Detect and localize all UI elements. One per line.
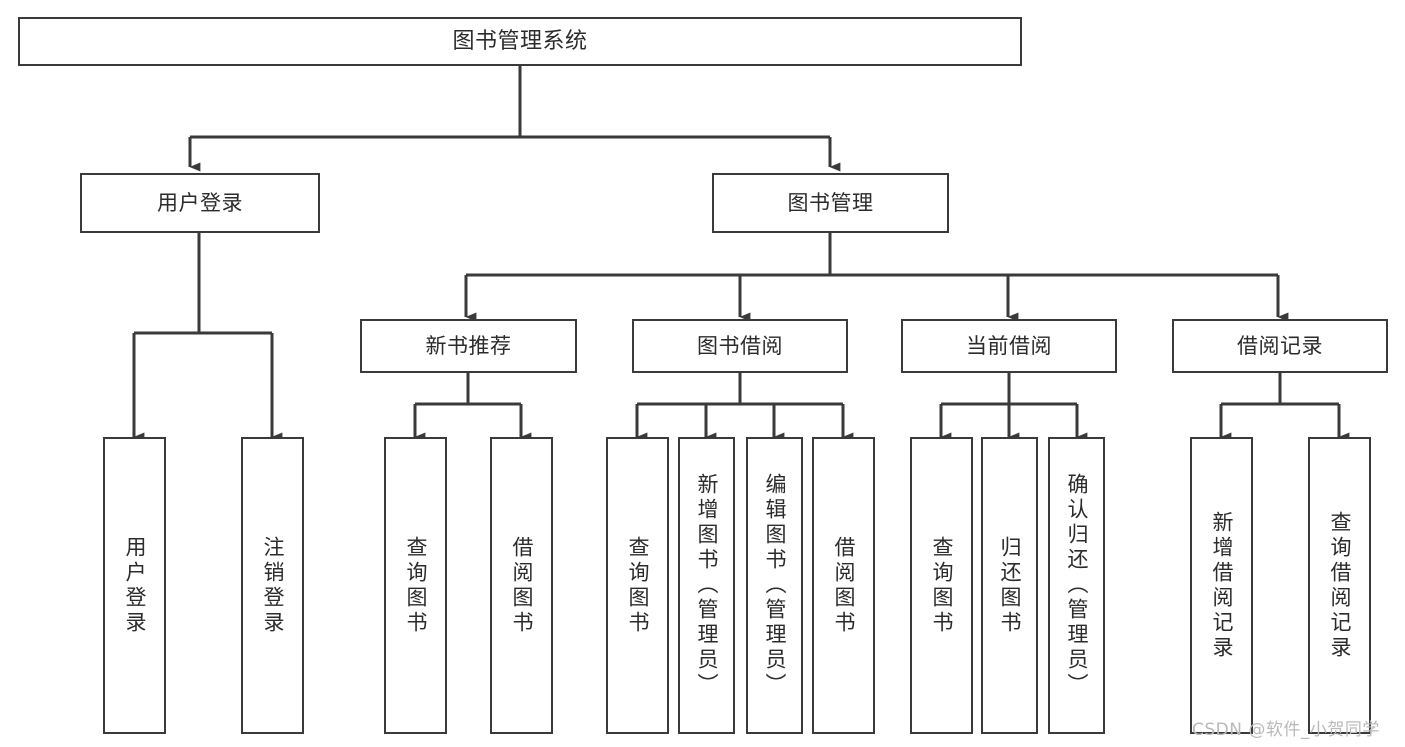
node-current-borrow[interactable]: 当前借阅 xyxy=(901,319,1117,373)
node-user-login-label: 用户登录 xyxy=(157,190,243,215)
node-leaf-borrow-add-book-admin[interactable]: 新增图书（管理员） xyxy=(678,437,735,734)
node-book-management-label: 图书管理 xyxy=(787,190,874,215)
node-leaf-label: 新增图书（管理员） xyxy=(695,473,719,698)
node-leaf-label: 编辑图书（管理员） xyxy=(763,473,787,698)
node-leaf-user-login-logout[interactable]: 注销登录 xyxy=(241,437,304,734)
node-leaf-label: 查询借阅记录 xyxy=(1328,510,1352,661)
node-leaf-record-query-record[interactable]: 查询借阅记录 xyxy=(1308,437,1371,734)
node-leaf-borrow-edit-book-admin[interactable]: 编辑图书（管理员） xyxy=(746,437,803,734)
csdn-watermark: CSDN @软件_小贺同学 xyxy=(1192,720,1380,740)
node-leaf-new-book-borrow[interactable]: 借阅图书 xyxy=(490,437,553,734)
node-user-login[interactable]: 用户登录 xyxy=(80,173,320,233)
node-book-borrow[interactable]: 图书借阅 xyxy=(632,319,848,373)
node-leaf-label: 注销登录 xyxy=(261,535,285,636)
node-leaf-current-query-book[interactable]: 查询图书 xyxy=(910,437,973,734)
node-leaf-label: 新增借阅记录 xyxy=(1210,510,1234,661)
node-leaf-borrow-query-book[interactable]: 查询图书 xyxy=(606,437,669,734)
node-borrow-record[interactable]: 借阅记录 xyxy=(1172,319,1388,373)
node-leaf-new-book-query[interactable]: 查询图书 xyxy=(384,437,447,734)
node-borrow-record-label: 借阅记录 xyxy=(1237,333,1323,358)
node-new-book-recommend[interactable]: 新书推荐 xyxy=(360,319,577,373)
node-leaf-label: 确认归还（管理员） xyxy=(1065,473,1089,698)
node-root-library-management-system[interactable]: 图书管理系统 xyxy=(18,17,1022,66)
node-leaf-label: 查询图书 xyxy=(930,535,954,636)
node-leaf-label: 归还图书 xyxy=(998,535,1022,636)
node-leaf-label: 查询图书 xyxy=(404,535,428,636)
node-leaf-current-confirm-return-admin[interactable]: 确认归还（管理员） xyxy=(1048,437,1105,734)
node-leaf-label: 借阅图书 xyxy=(832,535,856,636)
node-leaf-label: 查询图书 xyxy=(626,535,650,636)
node-new-book-recommend-label: 新书推荐 xyxy=(425,333,512,358)
node-book-management[interactable]: 图书管理 xyxy=(712,173,949,233)
node-book-borrow-label: 图书借阅 xyxy=(697,333,783,358)
node-leaf-label: 用户登录 xyxy=(123,535,147,636)
node-leaf-record-add-record[interactable]: 新增借阅记录 xyxy=(1190,437,1253,734)
node-leaf-user-login-login[interactable]: 用户登录 xyxy=(103,437,166,734)
node-leaf-current-return-book[interactable]: 归还图书 xyxy=(981,437,1038,734)
node-current-borrow-label: 当前借阅 xyxy=(966,333,1052,358)
node-leaf-borrow-borrow-book[interactable]: 借阅图书 xyxy=(812,437,875,734)
node-leaf-label: 借阅图书 xyxy=(510,535,534,636)
node-root-label: 图书管理系统 xyxy=(452,28,588,54)
